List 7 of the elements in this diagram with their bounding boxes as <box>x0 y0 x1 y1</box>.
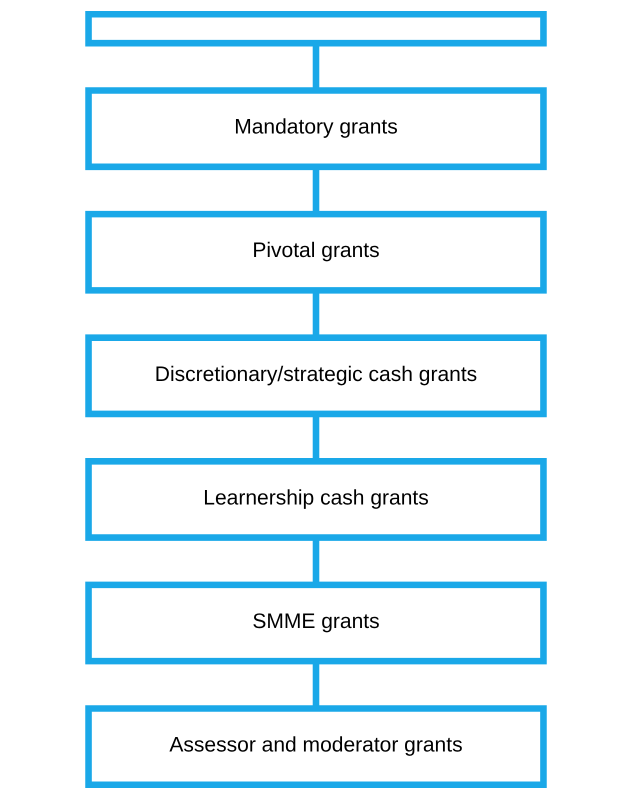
node-box: Assessor and moderator grants <box>84 704 546 788</box>
node-box: Discretionary/strategic cash grants <box>84 334 546 417</box>
node-box: Mandatory grants <box>84 86 546 170</box>
node-box <box>84 10 546 46</box>
node-box: Learnership cash grants <box>84 458 546 540</box>
node-box: Pivotal grants <box>84 210 546 294</box>
node-box: SMME grants <box>84 581 546 664</box>
